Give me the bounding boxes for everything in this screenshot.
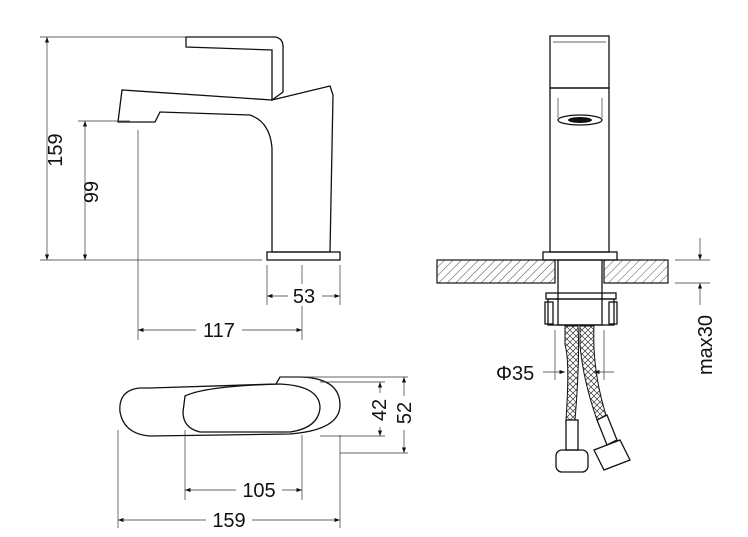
hose-right [579,325,607,421]
dim-handle-inner: 42 [369,399,391,421]
faucet-base [266,251,341,261]
dim-top-total: 159 [212,510,245,532]
dim-spout-height: 99 [81,181,103,203]
front-body [549,87,610,253]
dim-spout-reach: 117 [203,320,235,342]
aerator [568,117,592,123]
top-view: 42 52 105 159 [117,376,416,532]
front-handle [549,35,610,89]
countertop-right [603,259,669,284]
front-view: Φ35 max30 [436,35,717,473]
countertop-left [436,259,556,284]
dim-hole-diameter: Φ35 [496,363,534,385]
dim-handle-outer: 52 [394,402,416,424]
hose-left [564,325,580,421]
side-view: 159 99 53 117 [40,36,341,342]
top-spout-outline [119,376,341,437]
faucet-body [117,85,334,253]
dim-total-height: 159 [45,133,67,166]
dim-base-width: 53 [293,286,315,308]
dim-top-inner: 105 [242,480,275,502]
nut-right [593,439,631,471]
nut-left [555,449,589,473]
faucet-handle [185,36,284,102]
dim-max-thickness: max30 [695,315,717,375]
